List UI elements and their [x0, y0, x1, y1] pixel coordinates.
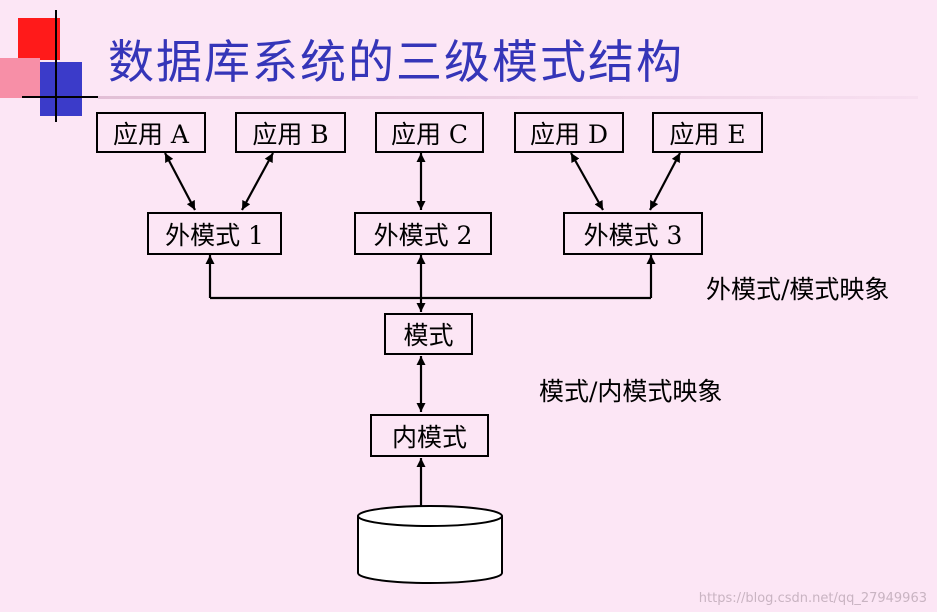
external-schema-2-label: 外模式 2: [373, 220, 473, 250]
external-schema-3-label: 外模式 3: [583, 220, 683, 250]
app-b-label: 应用 B: [252, 119, 329, 149]
external-schema-1-label: 外模式 1: [165, 220, 264, 250]
app-box-e: 应用 E: [652, 112, 763, 153]
arrow-app-a-ext1: [164, 152, 196, 211]
app-d-label: 应用 D: [530, 119, 608, 149]
app-box-c: 应用 C: [375, 112, 484, 153]
decor-red-square: [18, 18, 60, 60]
internal-schema-label: 内模式: [391, 422, 467, 452]
schema-label: 模式: [403, 321, 454, 350]
app-a-label: 应用 A: [112, 119, 189, 149]
decor-horizontal-line: [22, 96, 100, 98]
internal-schema-box: 内模式: [370, 414, 489, 457]
external-schema-box-2: 外模式 2: [354, 212, 492, 255]
schema-internal-mapping-label: 模式/内模式映象: [539, 377, 723, 406]
page-title: 数据库系统的三级模式结构: [108, 35, 684, 89]
decor-vertical-line: [55, 10, 57, 122]
storage-cylinder: [357, 505, 503, 584]
external-schema-box-3: 外模式 3: [563, 212, 703, 255]
app-c-label: 应用 C: [390, 119, 469, 149]
arrow-app-b-ext1: [241, 152, 274, 211]
decor-pink-square: [0, 58, 40, 98]
arrow-app-d-ext3: [570, 152, 604, 211]
app-e-label: 应用 E: [669, 119, 746, 149]
title-underline: [98, 96, 918, 99]
decor-blue-square: [40, 62, 82, 116]
app-box-d: 应用 D: [514, 112, 624, 153]
external-schema-box-1: 外模式 1: [147, 212, 282, 255]
external-schema-mapping-label: 外模式/模式映象: [706, 275, 890, 304]
app-box-a: 应用 A: [96, 112, 206, 153]
watermark: https://blog.csdn.net/qq_27949963: [698, 591, 927, 606]
arrow-app-e-ext3: [649, 152, 681, 211]
schema-box: 模式: [384, 313, 473, 355]
app-box-b: 应用 B: [235, 112, 346, 153]
